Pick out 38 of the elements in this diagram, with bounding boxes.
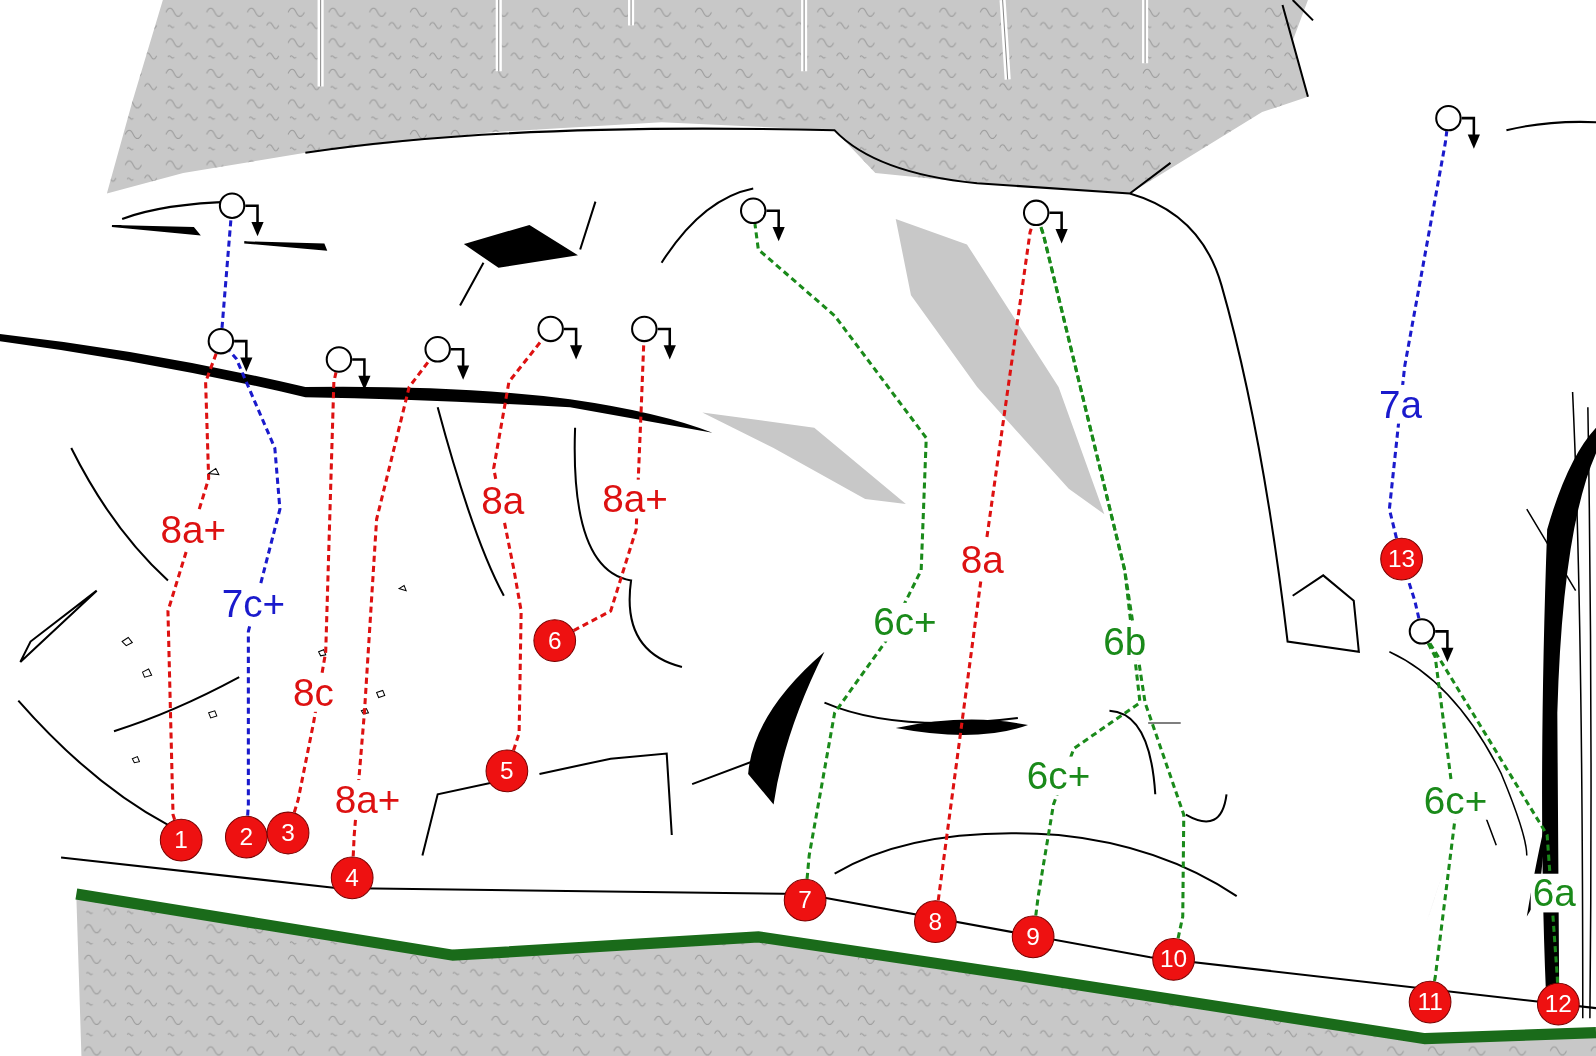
route-line bbox=[166, 353, 218, 821]
route-number-marker: 7 bbox=[783, 878, 827, 922]
route-number-marker: 13 bbox=[1380, 537, 1423, 581]
route-line bbox=[936, 225, 1034, 901]
route-line bbox=[753, 223, 928, 880]
grade-label: 6a bbox=[1530, 873, 1578, 913]
route-line bbox=[572, 342, 646, 632]
anchor-circle bbox=[1435, 104, 1462, 132]
anchor-circle bbox=[218, 192, 246, 219]
route-line bbox=[1038, 224, 1186, 939]
anchor-circle bbox=[1408, 618, 1436, 645]
grade-label: 7a bbox=[1377, 384, 1425, 424]
anchor-circle bbox=[1022, 199, 1050, 227]
route-number-marker: 1 bbox=[159, 818, 203, 862]
route-number-marker: 3 bbox=[266, 811, 310, 855]
route-line bbox=[292, 372, 338, 813]
route-line bbox=[220, 218, 233, 329]
anchor-circle bbox=[537, 315, 564, 343]
route-number-marker: 6 bbox=[533, 619, 577, 662]
anchor-circle bbox=[740, 197, 767, 225]
route-number-marker: 12 bbox=[1536, 982, 1580, 1026]
route-number-marker: 9 bbox=[1011, 915, 1055, 959]
route-number-marker: 5 bbox=[485, 749, 529, 793]
anchor-circle bbox=[325, 346, 353, 373]
anchor-circle bbox=[207, 327, 235, 355]
route-number-marker: 10 bbox=[1152, 937, 1195, 981]
route-number-marker: 4 bbox=[330, 856, 374, 900]
route-number-marker: 11 bbox=[1408, 980, 1452, 1024]
anchor-circle bbox=[631, 315, 658, 343]
route-line bbox=[1426, 642, 1458, 982]
route-number-marker: 2 bbox=[224, 815, 268, 859]
route-line bbox=[1427, 641, 1560, 983]
grade-label: 8c bbox=[291, 673, 336, 712]
route-number-marker: 8 bbox=[914, 900, 957, 943]
anchor-circle bbox=[424, 336, 451, 363]
route-line bbox=[1034, 224, 1142, 916]
grade-label: 8a bbox=[479, 481, 527, 521]
route-line bbox=[1387, 131, 1449, 539]
